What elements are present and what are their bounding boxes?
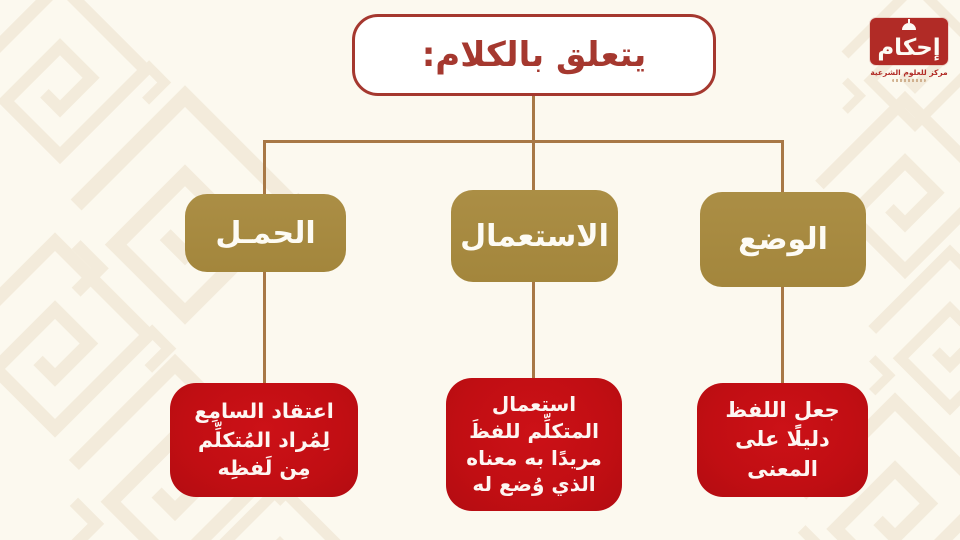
brand-logo: إحكام مركز للعلوم الشرعية xyxy=(862,18,956,82)
connector-link-middle xyxy=(532,280,535,380)
detail-line: المعنى xyxy=(747,456,818,481)
branch-node-label: الحمـل xyxy=(215,215,316,251)
detail-line: دليلًا على xyxy=(735,427,830,452)
connector-drop-left xyxy=(263,140,266,196)
dome-icon xyxy=(902,23,916,30)
brand-wordmark: إحكام xyxy=(877,35,941,61)
brand-logo-mark: إحكام xyxy=(870,18,948,65)
connector-link-right xyxy=(781,285,784,385)
detail-line: لِمُراد المُتكلِّم xyxy=(197,427,331,452)
detail-line: الذي وُضع له xyxy=(472,472,596,497)
branch-node-istimal: الاستعمال xyxy=(451,190,618,282)
brand-tiny-line xyxy=(892,79,926,82)
branch-node-haml: الحمـل xyxy=(185,194,346,272)
detail-line: اعتقاد السامِع xyxy=(194,398,334,423)
branch-detail-haml: اعتقاد السامِع لِمُراد المُتكلِّم مِن لَ… xyxy=(170,383,358,497)
branch-detail-wad: جعل اللفظ دليلًا على المعنى xyxy=(697,383,868,497)
root-title-node: يتعلق بالكلام: xyxy=(352,14,716,96)
detail-line: استعمال xyxy=(491,392,577,417)
connector-horizontal-bar xyxy=(263,140,784,143)
detail-line: مريدًا به معناه xyxy=(466,445,602,470)
brand-subtitle: مركز للعلوم الشرعية xyxy=(870,68,948,77)
detail-line: جعل اللفظ xyxy=(725,397,840,422)
connector-title-stem xyxy=(532,95,535,142)
connector-drop-right xyxy=(781,140,784,194)
branch-detail-istimal: استعمال المتكلِّم للفظَ مريدًا به معناه … xyxy=(446,378,622,511)
connector-link-left xyxy=(263,270,266,385)
connector-drop-middle xyxy=(532,140,535,192)
branch-node-label: الوضع xyxy=(738,222,828,257)
detail-line: المتكلِّم للفظَ xyxy=(469,418,599,443)
branch-node-wad: الوضع xyxy=(700,192,866,287)
root-title-text: يتعلق بالكلام: xyxy=(421,35,647,75)
detail-line: مِن لَفظِه xyxy=(217,456,311,481)
branch-node-label: الاستعمال xyxy=(460,218,609,254)
